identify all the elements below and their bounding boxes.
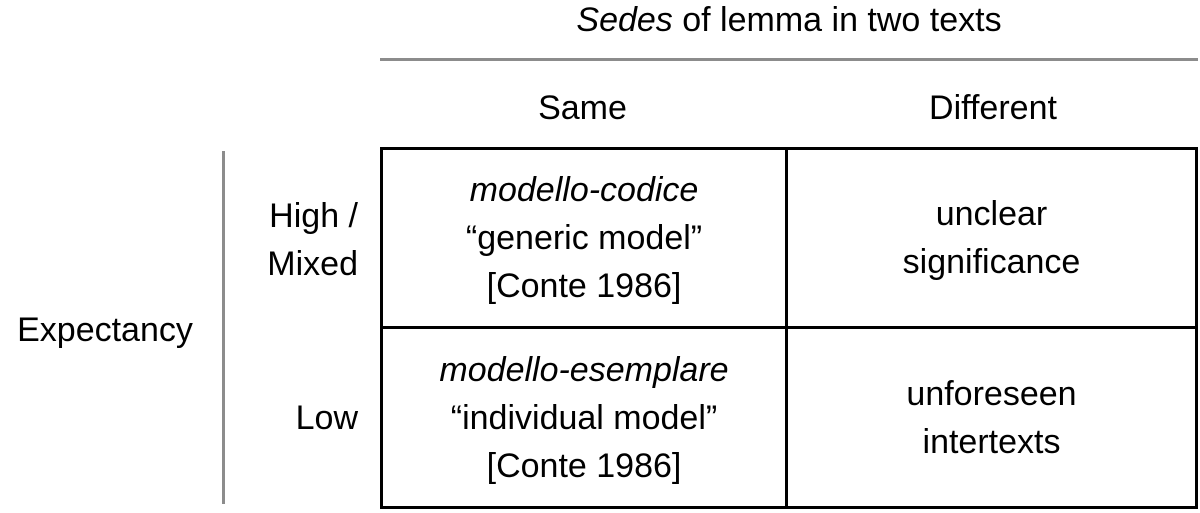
row-label-low: Low (295, 399, 358, 437)
column-label-same: Same (538, 89, 627, 127)
cell-high-same-citation: [Conte 1986] (486, 267, 682, 305)
header-title-italic: Sedes (576, 1, 673, 39)
cell-high-different: unclear significance (788, 150, 1195, 326)
cell-low-different-line2: intertexts (922, 422, 1061, 461)
cell-high-different-line2: significance (902, 243, 1081, 281)
cell-low-different-line1: unforeseen (906, 374, 1077, 413)
header-divider (380, 58, 1198, 61)
cell-high-same-term: modello-codice (469, 171, 699, 209)
column-label-different: Different (929, 89, 1057, 127)
cell-low-same-gloss: “individual model” (450, 398, 718, 437)
cell-high-different-line1: unclear (935, 195, 1048, 233)
cell-high-same: modello-codice “generic model” [Conte 19… (383, 150, 785, 326)
cell-low-same-term: modello-esemplare (439, 350, 729, 389)
row-axis-divider (222, 151, 225, 504)
header-title-rest: of lemma in two texts (672, 1, 1002, 39)
header-title: Sedes of lemma in two texts (380, 0, 1198, 40)
row-axis-label: Expectancy (17, 311, 193, 349)
cell-high-same-gloss: “generic model” (465, 219, 703, 257)
cell-low-different: unforeseen intertexts (788, 329, 1195, 506)
row-label-high-line1: High / (269, 197, 358, 235)
row-label-high-mixed: High / Mixed (230, 192, 358, 288)
matrix-horizontal-divider (380, 326, 1198, 329)
cell-low-same: modello-esemplare “individual model” [Co… (383, 329, 785, 506)
row-label-high-line2: Mixed (267, 245, 358, 283)
cell-low-same-citation: [Conte 1986] (486, 446, 682, 485)
